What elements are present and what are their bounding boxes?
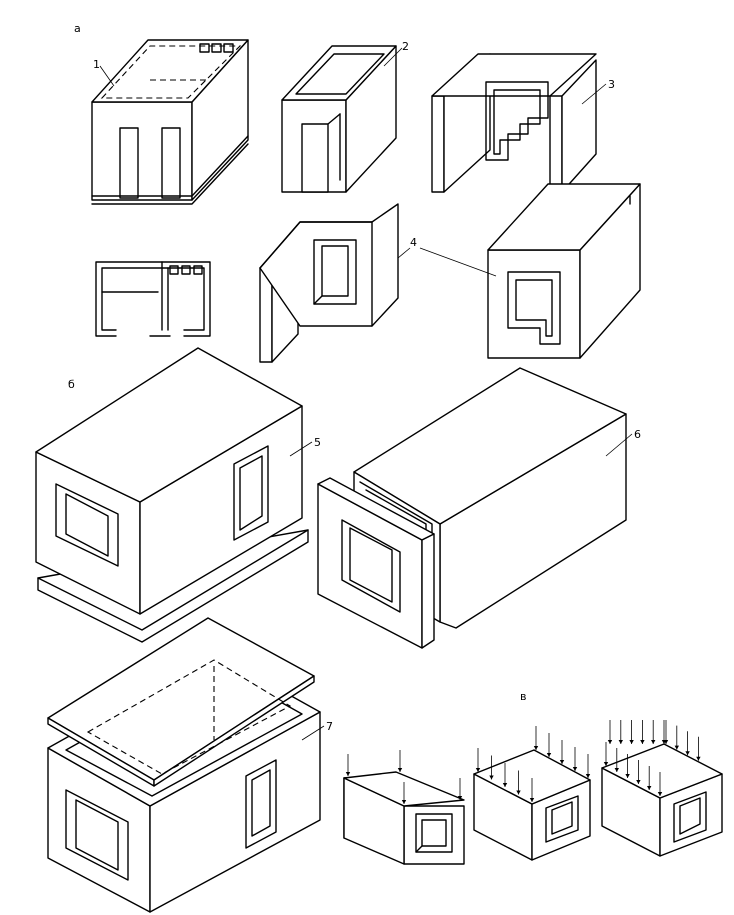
callout-4: 4 [410, 236, 417, 249]
module-7 [47, 617, 321, 913]
load-arrow [607, 720, 613, 744]
load-arrow [636, 760, 641, 784]
load-arrow [647, 766, 652, 790]
tube-section-2 [281, 45, 397, 193]
block-module-1 [91, 39, 249, 205]
callout-6: 6 [634, 428, 641, 441]
load-arrow [502, 763, 508, 787]
load-arrow [546, 733, 552, 757]
load-arrow [685, 731, 690, 756]
load-arrow [572, 747, 578, 771]
load-arrow [529, 778, 535, 802]
loaded-box-medium [473, 726, 591, 861]
load-arrow [516, 770, 521, 795]
load-arrow [696, 736, 701, 761]
load-arrow [640, 720, 645, 744]
load-arrow [651, 720, 656, 744]
load-arrow [457, 778, 463, 800]
load-arrow [397, 750, 403, 772]
callout-1: 1 [93, 58, 100, 71]
l-panel-4b [487, 183, 641, 359]
plan-view [95, 261, 211, 337]
load-arrow [585, 754, 591, 778]
load-arrows-large [603, 720, 701, 796]
load-arrow [401, 782, 407, 804]
load-arrows-medium [475, 726, 591, 802]
load-arrow [629, 720, 634, 744]
section-label-a: a [74, 22, 81, 35]
load-arrow [489, 755, 494, 780]
load-arrow [345, 754, 351, 776]
module-5 [35, 347, 309, 643]
loaded-box-large [601, 720, 723, 857]
load-arrow [618, 720, 623, 744]
load-arrow [559, 740, 565, 764]
tube-module-6 [317, 367, 627, 649]
load-arrow [657, 772, 663, 796]
callout-5: 5 [314, 436, 321, 449]
u-frame-3 [431, 53, 597, 193]
loaded-box-small [343, 750, 465, 865]
load-arrow [614, 748, 619, 772]
load-arrows-small [345, 750, 463, 804]
section-label-c: в [520, 690, 526, 703]
load-arrow [603, 742, 609, 766]
callout-3: 3 [608, 78, 615, 91]
l-panel-4a [259, 203, 399, 363]
load-arrow [475, 748, 481, 772]
section-label-b: б [68, 378, 75, 391]
load-arrow [533, 726, 539, 750]
callout-7: 7 [326, 720, 333, 733]
callout-2: 2 [402, 40, 409, 53]
load-arrow [674, 725, 679, 750]
load-arrow [663, 720, 669, 744]
load-arrow [625, 754, 630, 778]
